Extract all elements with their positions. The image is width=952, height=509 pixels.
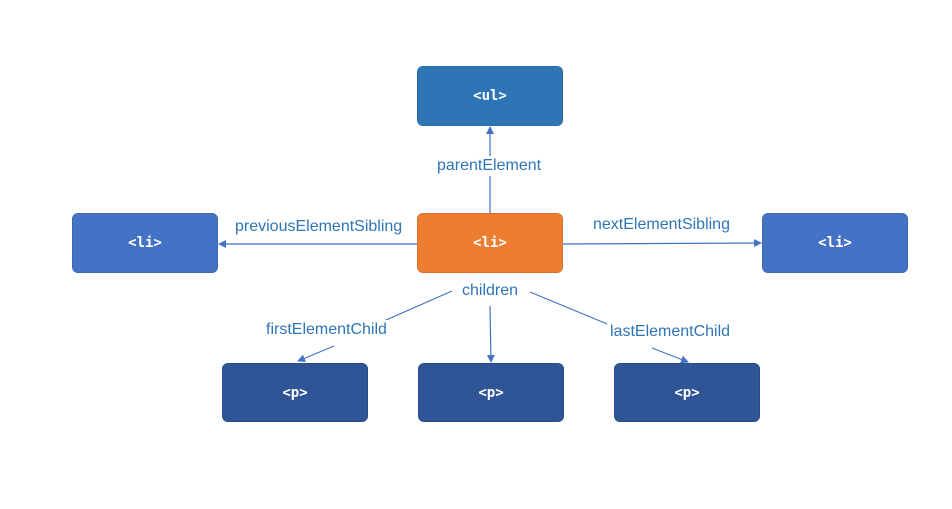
node-li-next: <li> bbox=[762, 213, 908, 273]
node-li-previous: <li> bbox=[72, 213, 218, 273]
edge-children-middle bbox=[486, 305, 495, 363]
label-last-element-child: lastElementChild bbox=[607, 322, 734, 342]
node-p-middle: <p> bbox=[418, 363, 564, 422]
node-ul-parent: <ul> bbox=[417, 66, 563, 126]
edge-next-element-sibling bbox=[562, 239, 762, 248]
edge-last-element-child bbox=[651, 347, 689, 364]
edge-children-right-upper bbox=[529, 291, 613, 327]
label-next-element-sibling: nextElementSibling bbox=[590, 215, 733, 235]
label-first-element-child: firstElementChild bbox=[263, 320, 390, 340]
edge-first-element-child bbox=[297, 345, 335, 362]
node-li-current: <li> bbox=[417, 213, 563, 273]
label-previous-element-sibling: previousElementSibling bbox=[232, 217, 406, 237]
label-children: children bbox=[459, 281, 522, 301]
node-p-last: <p> bbox=[614, 363, 760, 422]
label-parent-element: parentElement bbox=[434, 156, 545, 176]
node-p-first: <p> bbox=[222, 363, 368, 422]
